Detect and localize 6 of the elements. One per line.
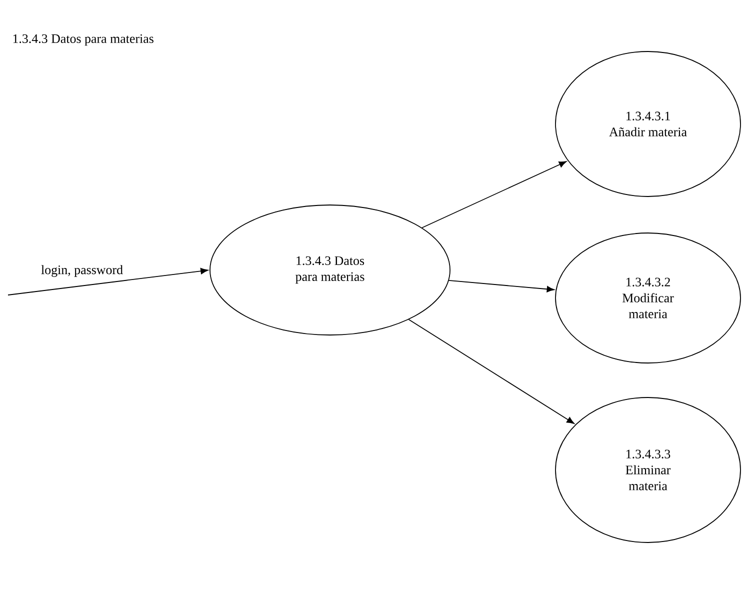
arrow — [448, 280, 554, 292]
arrow — [408, 319, 574, 424]
arrow — [8, 268, 208, 296]
edge-label: login, password — [41, 265, 123, 277]
heading: 1.3.4.3 Datos para materias — [13, 34, 154, 46]
arrow — [422, 161, 567, 228]
